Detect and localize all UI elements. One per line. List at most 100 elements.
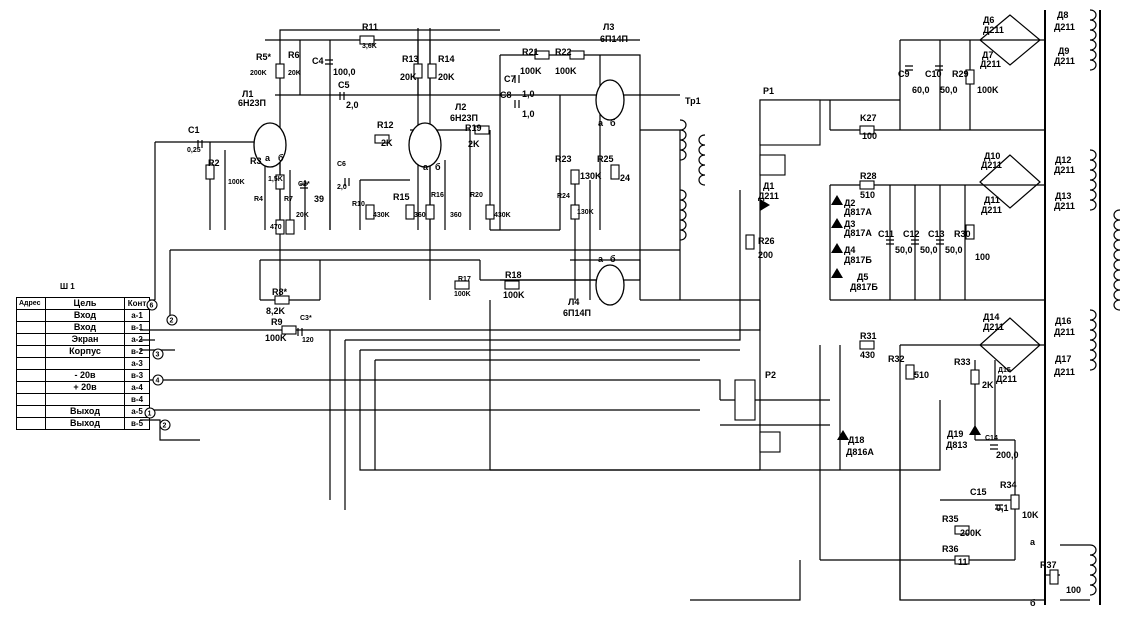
label-pin-a: а bbox=[598, 254, 604, 264]
label-D5t: Д817Б bbox=[850, 282, 878, 292]
label-D13: Д13 bbox=[1055, 191, 1071, 201]
label-D16: Д16 bbox=[1055, 316, 1071, 326]
label-D13t: Д211 bbox=[1054, 201, 1075, 211]
label-D7t: Д211 bbox=[980, 59, 1001, 69]
label-C13: C13 bbox=[928, 229, 945, 239]
label-R20: R20 bbox=[470, 192, 483, 199]
label-D10t: Д211 bbox=[981, 160, 1002, 170]
label-C1: C1 bbox=[188, 125, 200, 135]
label-R6v: 20K bbox=[288, 70, 301, 77]
label-R22: R22 bbox=[555, 47, 572, 57]
connector-row: в-4 bbox=[16, 393, 150, 406]
label-R22v: 100K bbox=[555, 66, 577, 76]
label-K27: K27 bbox=[860, 113, 877, 123]
label-R30v: 100 bbox=[975, 252, 990, 262]
label-D14: Д14 bbox=[983, 312, 999, 322]
label-R7: R7 bbox=[284, 196, 293, 203]
label-R13: R13 bbox=[402, 54, 419, 64]
label-R12: R12 bbox=[377, 120, 394, 130]
label-R23: R23 bbox=[555, 154, 572, 164]
label-C15v: 0,1 bbox=[996, 503, 1009, 513]
label-R3v: 1,5K bbox=[268, 176, 283, 183]
label-R15: R15 bbox=[393, 192, 410, 202]
label-D8: Д8 bbox=[1057, 10, 1068, 20]
label-R28v: 510 bbox=[860, 190, 875, 200]
label-R35v: 200K bbox=[960, 528, 982, 538]
label-pin-b: б bbox=[278, 153, 284, 163]
label-R36v: 11 bbox=[958, 557, 968, 567]
label-D3: Д3 bbox=[844, 219, 855, 229]
label-R5v: 200K bbox=[250, 70, 267, 77]
label-R21: R21 bbox=[522, 47, 539, 57]
label-D18t: Д816А bbox=[846, 447, 874, 457]
transformer-windings bbox=[679, 9, 1121, 596]
label-R33v: 2K bbox=[982, 380, 994, 390]
label-pin-b: б bbox=[435, 162, 441, 172]
label-D15: Д15 bbox=[998, 367, 1011, 374]
label-C3: C3* bbox=[300, 315, 312, 322]
label-R14: R14 bbox=[438, 54, 455, 64]
relays bbox=[734, 99, 821, 453]
label-C2: C2* bbox=[298, 181, 310, 188]
label-R9v: 100K bbox=[265, 333, 287, 343]
label-D12: Д12 bbox=[1055, 155, 1071, 165]
label-D14t: Д211 bbox=[983, 322, 1004, 332]
label-C8v: 1,0 bbox=[522, 109, 535, 119]
label-R34v: 10K bbox=[1022, 510, 1039, 520]
label-D9: Д9 bbox=[1058, 46, 1069, 56]
label-D1t: Д211 bbox=[758, 191, 779, 201]
label-C5: C5 bbox=[338, 80, 350, 90]
label-C11v: 50,0 bbox=[895, 245, 913, 255]
component-labels: R11 3,6K R5* 200K R6 20K C4 100,0 C5 2,0… bbox=[187, 10, 1081, 608]
marker-label: 2 bbox=[170, 318, 174, 325]
label-L2t: 6Н23П bbox=[450, 113, 478, 123]
label-R10v: 430K bbox=[373, 212, 390, 219]
label-pin-a: а bbox=[265, 153, 271, 163]
label-C14v: 200,0 bbox=[996, 450, 1019, 460]
label-C5v: 2,0 bbox=[346, 100, 359, 110]
label-R25: R25 bbox=[597, 154, 614, 164]
label-C10: C10 bbox=[925, 69, 942, 79]
label-R8v: 8,2K bbox=[266, 306, 286, 316]
label-D4t: Д817Б bbox=[844, 255, 872, 265]
wiring bbox=[140, 10, 1101, 605]
label-R11: R11 bbox=[362, 22, 378, 32]
label-R30: R30 bbox=[954, 229, 971, 239]
label-R9: R9 bbox=[271, 317, 283, 327]
label-pin-b: б bbox=[1030, 598, 1036, 608]
label-D4: Д4 bbox=[844, 245, 855, 255]
label-R12v: 2K bbox=[381, 138, 393, 148]
label-D9t: Д211 bbox=[1054, 56, 1075, 66]
label-C11: C11 bbox=[878, 229, 894, 239]
label-D2t: Д817А bbox=[844, 207, 872, 217]
label-pin-a: а bbox=[423, 162, 429, 172]
label-L1: Л1 bbox=[242, 89, 253, 99]
label-pin-b: б bbox=[610, 118, 616, 128]
label-D6t: Д211 bbox=[983, 25, 1004, 35]
label-R37v: 100 bbox=[1066, 585, 1081, 595]
label-L1t: 6Н23П bbox=[238, 98, 266, 108]
label-R14v: 20K bbox=[438, 72, 455, 82]
label-R19: R19 bbox=[465, 123, 482, 133]
label-R18v: 100K bbox=[503, 290, 525, 300]
label-R2: R2 bbox=[208, 158, 220, 168]
label-D7: Д7 bbox=[982, 50, 993, 60]
label-D19: Д19 bbox=[947, 429, 963, 439]
marker-label: 4 bbox=[156, 378, 160, 385]
label-R25v: 24 bbox=[620, 173, 630, 183]
label-C7v: 1,0 bbox=[522, 89, 535, 99]
connector-row: а-3 bbox=[16, 357, 150, 370]
label-C6: C6 bbox=[337, 161, 346, 168]
label-R4: R4 bbox=[254, 196, 263, 203]
label-R17: R17 bbox=[458, 276, 471, 283]
label-D16t: Д211 bbox=[1054, 327, 1075, 337]
label-C14: C14 bbox=[985, 435, 998, 442]
label-R32: R32 bbox=[888, 354, 905, 364]
label-L3t: 6П14П bbox=[600, 34, 628, 44]
capacitor-plates bbox=[197, 59, 1003, 510]
label-D10: Д10 bbox=[984, 151, 1000, 161]
